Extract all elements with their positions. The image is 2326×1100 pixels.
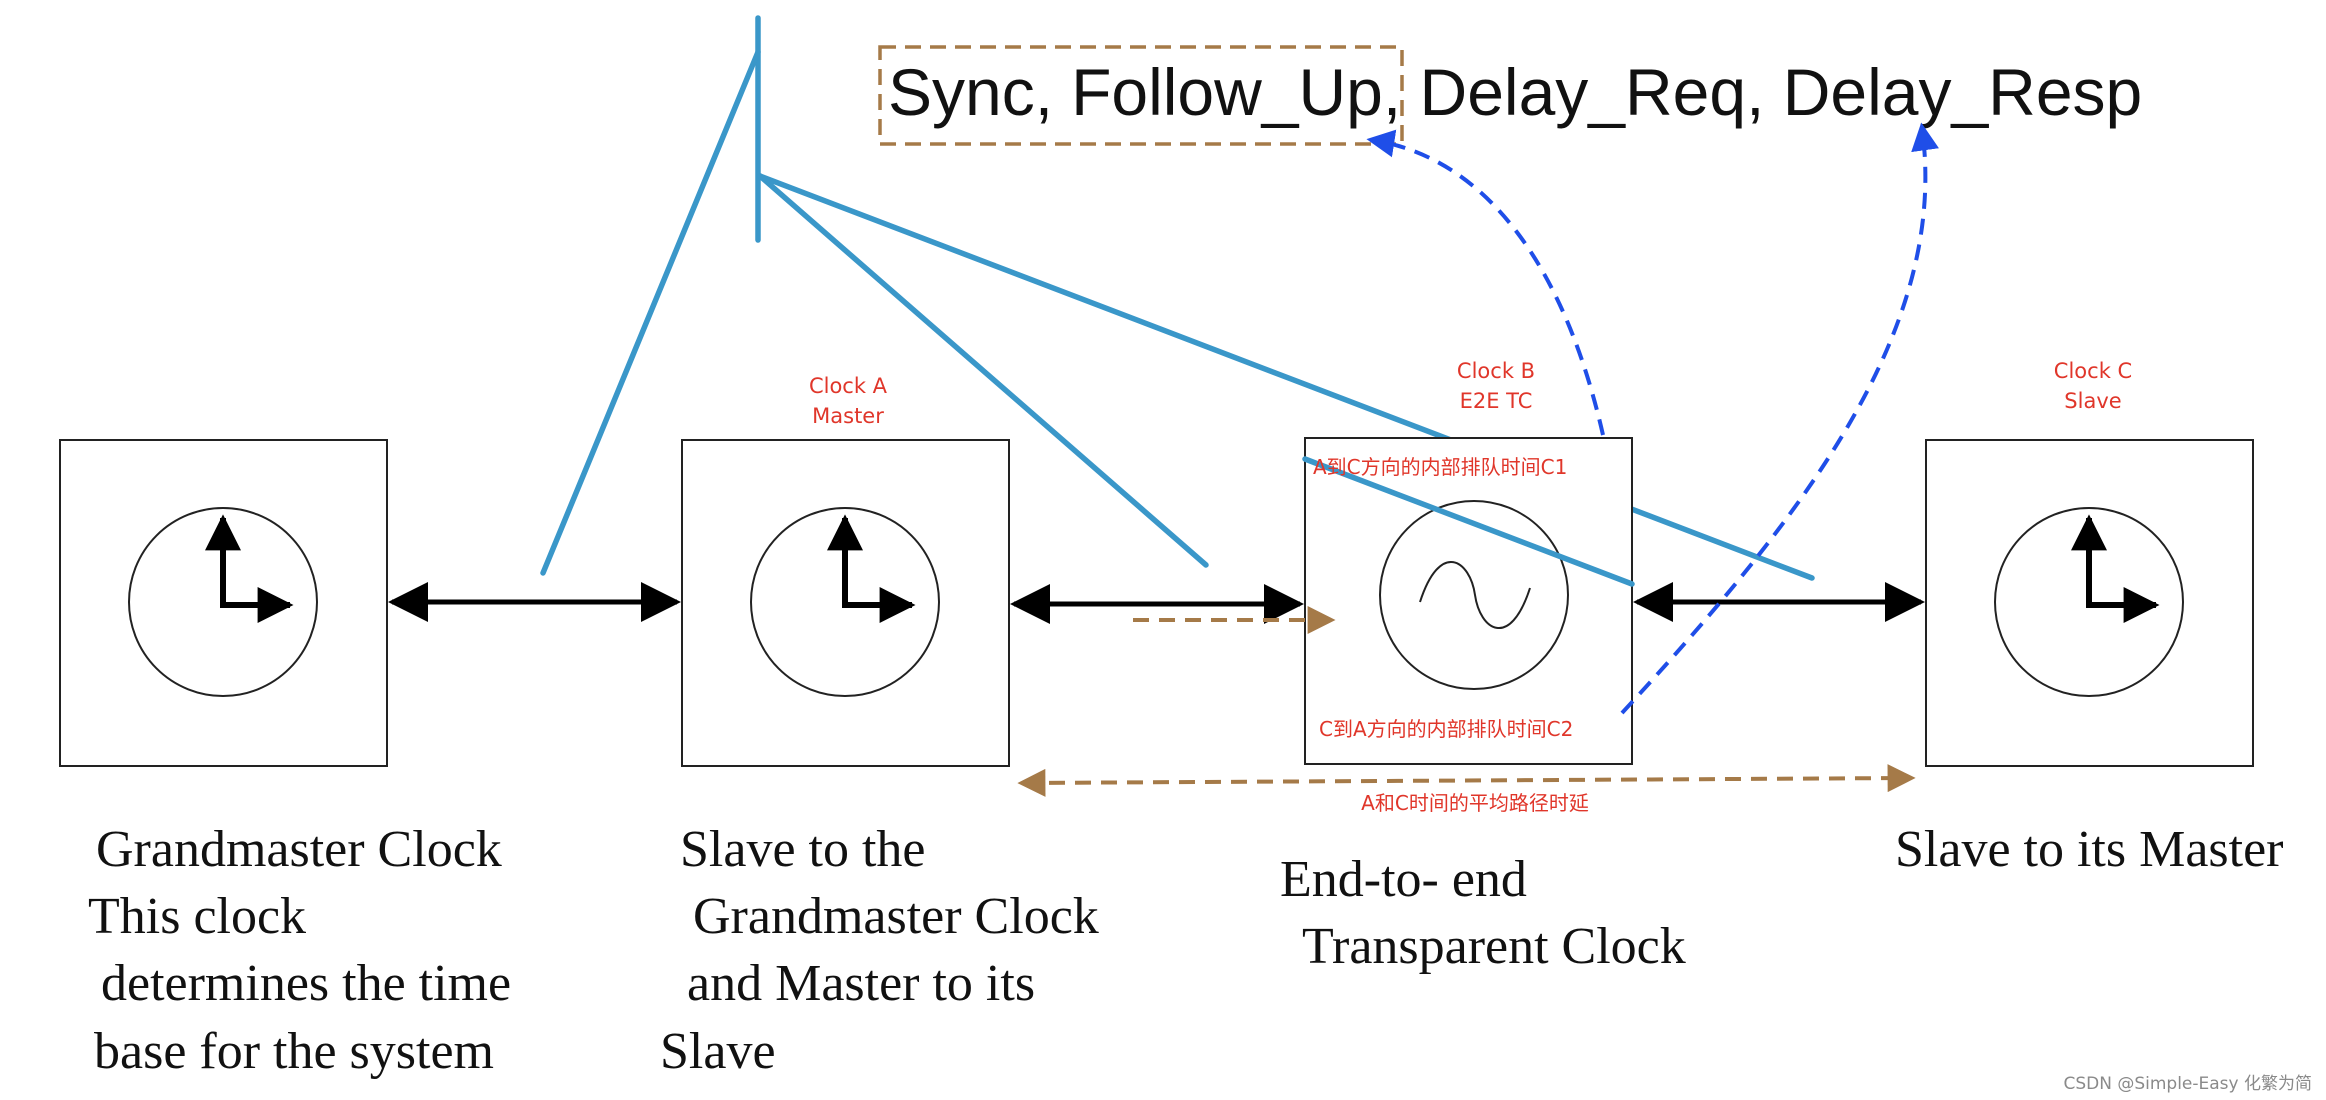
csdn-watermark: CSDN @Simple-Easy 化繁为简	[2063, 1074, 2312, 1094]
clock-a-desc-line2: Grandmaster Clock	[680, 888, 1099, 945]
oscillator-icon	[1379, 500, 1569, 690]
grandmaster-desc-line1: Grandmaster Clock	[96, 821, 502, 878]
clock-b-description: End-to- end Transparent Clock	[1280, 851, 1686, 975]
clock-a-description: Slave to the Grandmaster Clock and Maste…	[660, 821, 1099, 1080]
clock-b-box	[1304, 437, 1633, 765]
clock-c-label-line2: Slave	[2064, 389, 2121, 413]
tap-line-overlay	[1302, 456, 1635, 587]
clock-b-queue-c1: A到C方向的内部排队时间C1	[1313, 455, 1567, 479]
message-follow-up: Follow_Up	[1071, 55, 1383, 129]
clock-c-description: Slave to its Master	[1895, 821, 2284, 878]
clock-a-desc-line4: Slave	[660, 1023, 776, 1080]
grandmaster-desc-line4: base for the system	[94, 1023, 494, 1080]
network-links	[388, 582, 1925, 624]
clock-face-icon	[128, 507, 318, 697]
grandmaster-desc-line3: determines the time	[88, 955, 511, 1012]
clock-c-box	[1925, 439, 2254, 767]
clock-b-desc-line2: Transparent Clock	[1290, 918, 1686, 975]
path-delay-arrow	[1017, 764, 1916, 797]
highlight-box	[878, 45, 1404, 146]
clock-a-desc-line3: and Master to its	[674, 955, 1035, 1012]
clock-c-label-line1: Clock C	[2054, 359, 2132, 383]
clock-a-box	[681, 439, 1010, 767]
message-rest: , Delay_Req, Delay_Resp	[1383, 55, 2142, 129]
clock-b-label-line2: E2E TC	[1460, 389, 1533, 413]
clock-face-icon	[750, 507, 940, 697]
clock-b-queue-c2: C到A方向的内部排队时间C2	[1319, 717, 1573, 741]
clock-a-label-line1: Clock A	[809, 374, 888, 398]
clock-a-desc-line1: Slave to the	[680, 821, 926, 878]
path-delay-label: A和C时间的平均路径时延	[1361, 791, 1589, 815]
grandmaster-clock-box	[59, 439, 388, 767]
clock-face-icon	[1994, 507, 2184, 697]
delay-resp-correction-arrow	[1620, 122, 1939, 715]
clock-b-desc-line1: End-to- end	[1280, 851, 1527, 908]
clock-a-label-line2: Master	[812, 404, 884, 428]
grandmaster-description: Grandmaster Clock This clock determines …	[88, 821, 511, 1080]
clock-c-desc-line1: Slave to its Master	[1895, 821, 2284, 878]
clock-b-label-line1: Clock B	[1457, 359, 1535, 383]
network-tap-lines	[540, 15, 1815, 581]
message-sync: Sync,	[888, 55, 1053, 129]
grandmaster-desc-line2: This clock	[88, 888, 306, 945]
follow-up-correction-arrow	[1366, 129, 1605, 436]
message-list: Sync,Follow_Up, Delay_Req, Delay_Resp	[888, 55, 2142, 129]
